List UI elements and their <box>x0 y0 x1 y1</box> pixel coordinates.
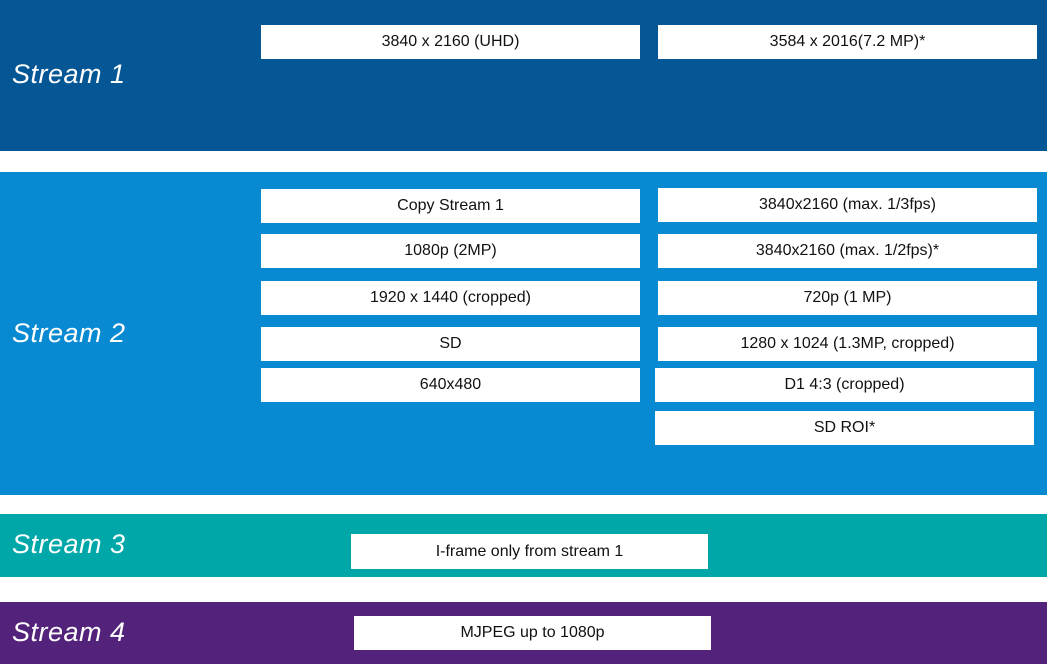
stream-3-title: Stream 3 <box>12 529 126 559</box>
stream-4-option: MJPEG up to 1080p <box>354 616 711 650</box>
stream-1-band: Stream 1 3840 x 2160 (UHD) 3584 x 2016(7… <box>0 0 1047 151</box>
stream-2-right-option: 3840x2160 (max. 1/3fps) <box>658 188 1037 222</box>
stream-2-left-option: 1920 x 1440 (cropped) <box>261 281 640 315</box>
stream-2-band: Stream 2 Copy Stream 1 1080p (2MP) 1920 … <box>0 172 1047 495</box>
stream-2-left-option: 640x480 <box>261 368 640 402</box>
stream-2-left-option: Copy Stream 1 <box>261 189 640 223</box>
stream-4-title: Stream 4 <box>12 617 126 647</box>
stream-1-option-uhd: 3840 x 2160 (UHD) <box>261 25 640 59</box>
stream-2-right-option: D1 4:3 (cropped) <box>655 368 1034 402</box>
stream-3-band: Stream 3 I-frame only from stream 1 <box>0 514 1047 577</box>
stream-2-right-option: 720p (1 MP) <box>658 281 1037 315</box>
stream-2-title: Stream 2 <box>12 318 126 348</box>
stream-3-option: I-frame only from stream 1 <box>351 534 708 569</box>
stream-1-option-7mp: 3584 x 2016(7.2 MP)* <box>658 25 1037 59</box>
stream-2-right-option: SD ROI* <box>655 411 1034 445</box>
stream-2-left-option: SD <box>261 327 640 361</box>
stream-4-band: Stream 4 MJPEG up to 1080p <box>0 602 1047 664</box>
stream-1-title: Stream 1 <box>12 59 126 89</box>
stream-2-right-option: 3840x2160 (max. 1/2fps)* <box>658 234 1037 268</box>
stream-2-right-option: 1280 x 1024 (1.3MP, cropped) <box>658 327 1037 361</box>
stream-2-left-option: 1080p (2MP) <box>261 234 640 268</box>
